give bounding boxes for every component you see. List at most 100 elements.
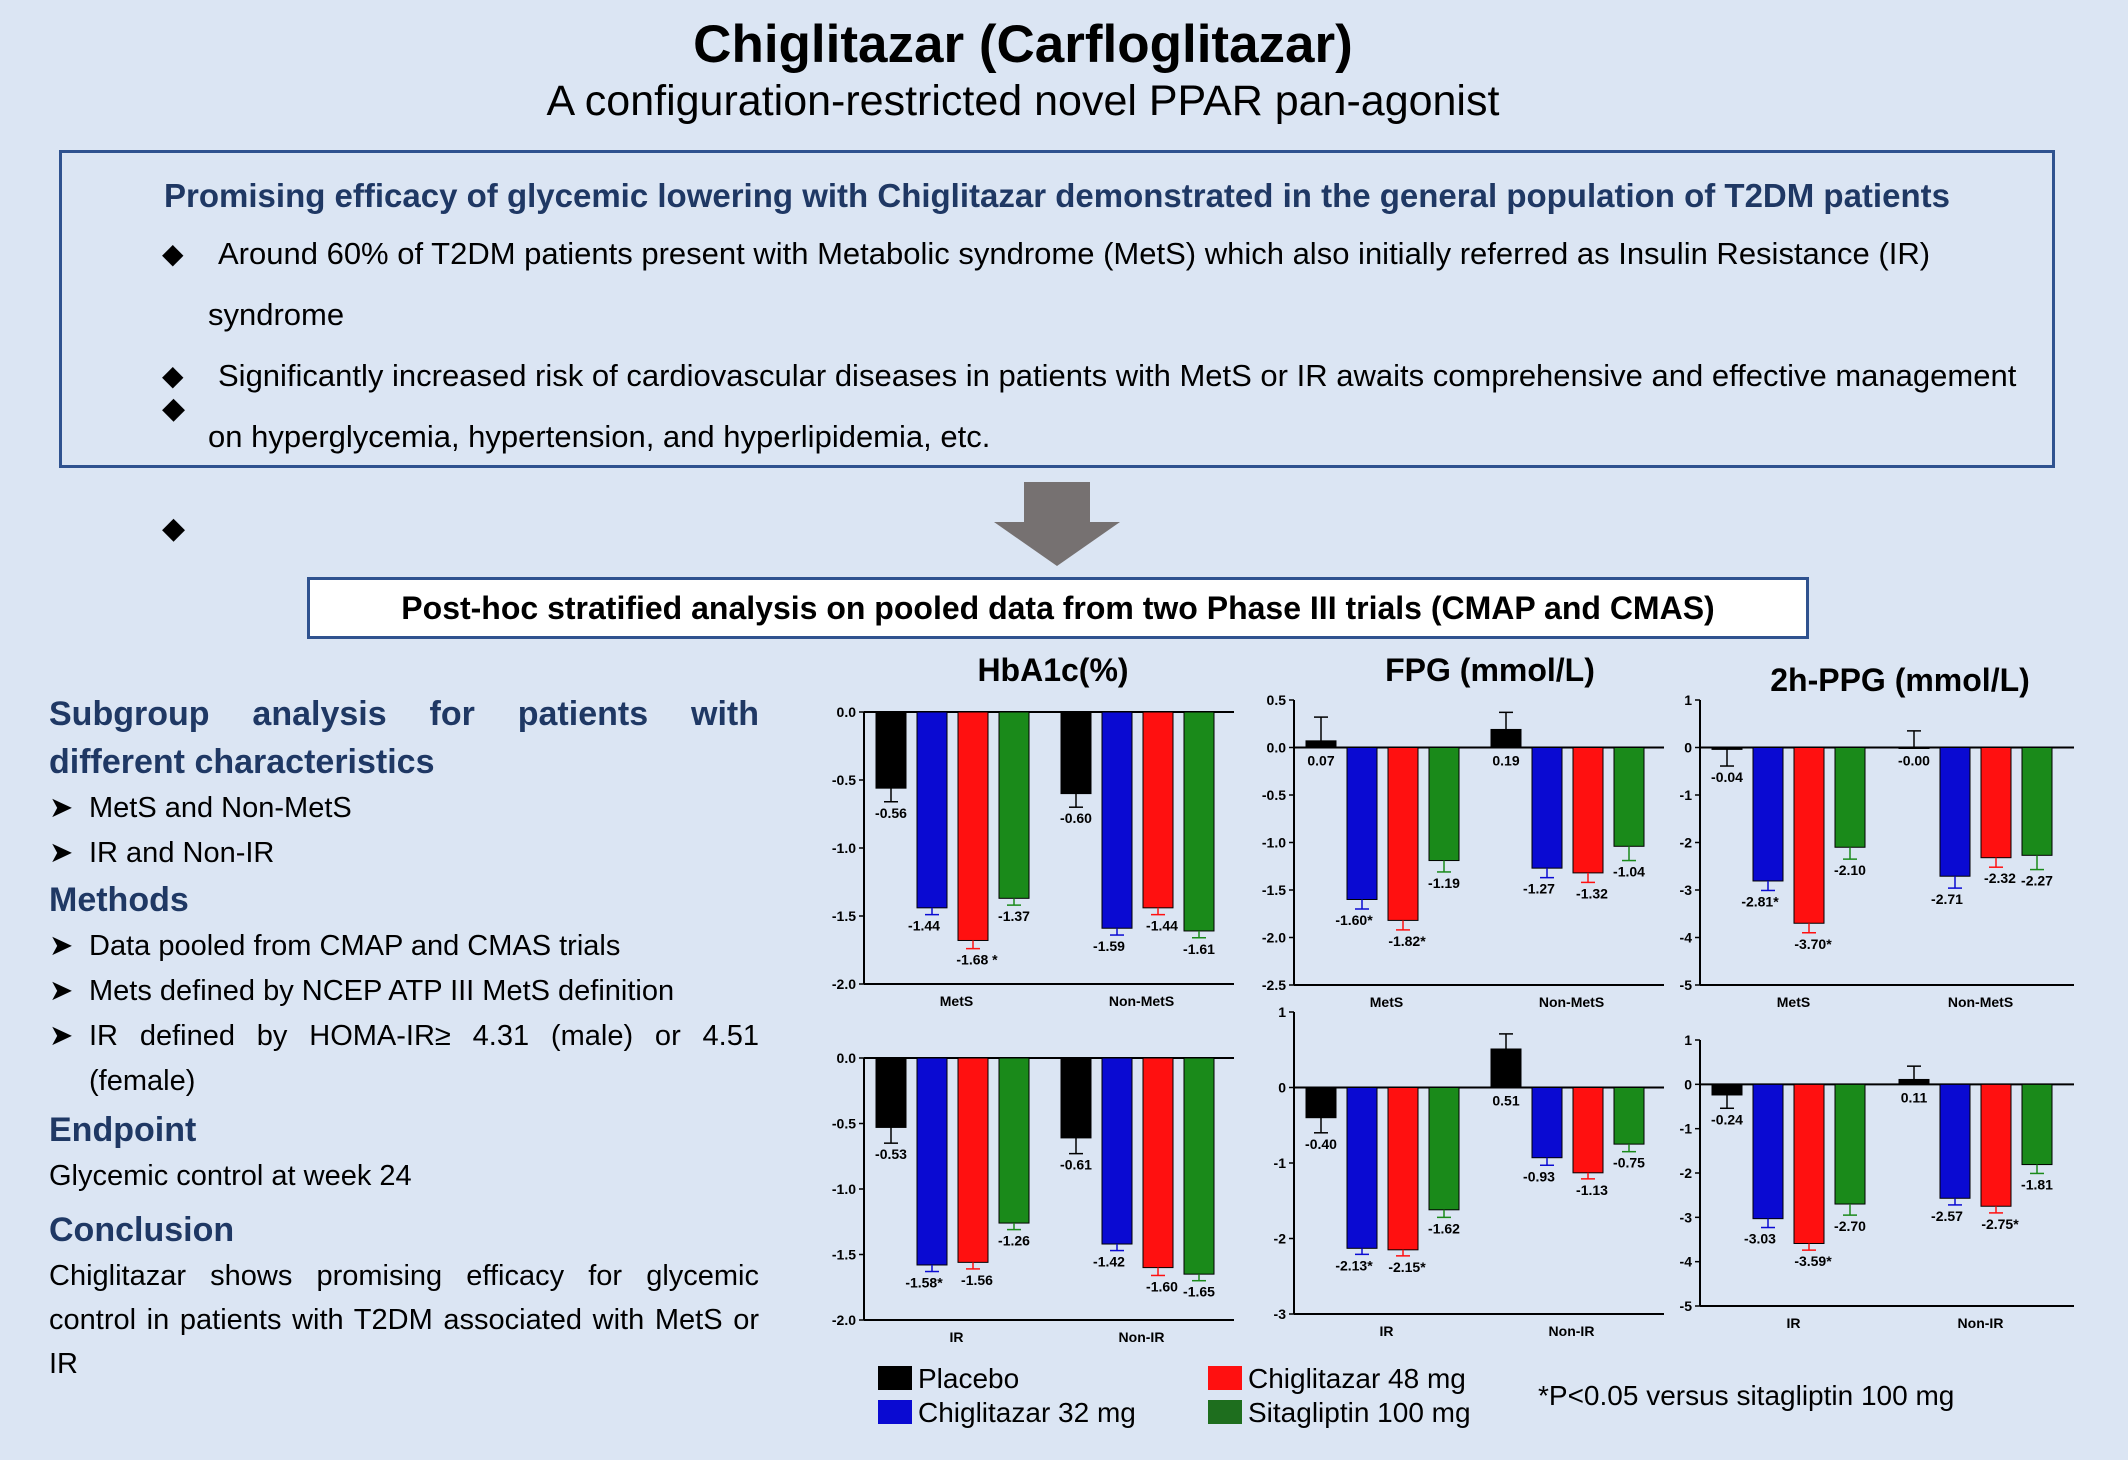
data-label: -1.58* [905,1275,943,1291]
bar [1898,1078,1930,1085]
y-tick-label: 0.0 [837,1050,857,1066]
arrow-bullet-icon: ➤ [49,837,74,869]
y-tick-label: -3 [1680,882,1693,898]
bar [916,711,948,909]
y-tick-label: -1.5 [1262,882,1286,898]
y-tick-label: -1.5 [832,908,856,924]
bar [1183,711,1215,932]
y-tick-label: -1 [1274,1155,1287,1171]
legend-swatch [878,1366,912,1390]
list-item: ➤IR defined by HOMA-IR≥ 4.31 (male) or 4… [49,1014,759,1104]
data-label: -3.70* [1794,936,1832,952]
y-tick-label: 1 [1684,1032,1692,1048]
data-label: -1.44 [908,918,940,934]
bar [1834,1083,1866,1205]
bar [998,711,1030,899]
data-label: -1.61 [1183,941,1215,957]
bar [2021,747,2053,856]
analysis-banner: Post-hoc stratified analysis on pooled d… [307,577,1809,639]
bar [1834,747,1866,848]
data-label: -1.27 [1523,881,1555,897]
y-tick-label: 0 [1684,740,1692,756]
data-label: -1.26 [998,1233,1030,1249]
category-label: Non-MetS [1539,994,1604,1010]
chart-hba1c-mets: 0.0-0.5-1.0-1.5-2.0-0.56-1.44-1.68 *-1.3… [832,704,1234,1009]
bar [2021,1083,2053,1166]
chart-title-fpg: FPG (mmol/L) [1385,652,1595,688]
bar [1898,747,1930,749]
y-tick-label: -1 [1680,1121,1693,1137]
data-label: -2.71 [1931,891,1963,907]
y-tick-label: -0.5 [1262,787,1286,803]
y-tick-label: -3 [1680,1209,1693,1225]
data-label: 0.51 [1492,1093,1519,1109]
y-tick-label: -4 [1680,1254,1693,1270]
endpoint-heading: Endpoint [49,1111,197,1149]
data-label: -1.44 [1146,918,1178,934]
data-label: -2.32 [1984,870,2016,886]
y-tick-label: -4 [1680,930,1693,946]
category-label: Non-MetS [1109,993,1174,1009]
page-subtitle: A configuration-restricted novel PPAR pa… [546,77,1500,125]
bar [957,1057,989,1263]
background-heading: Promising efficacy of glycemic lowering … [164,177,1950,214]
data-label: -0.61 [1060,1157,1092,1173]
data-label: -2.15* [1388,1259,1426,1275]
conclusion-text: Chiglitazar shows promising efficacy for… [49,1260,759,1380]
data-label: 0.19 [1492,753,1519,769]
category-label: MetS [1777,994,1810,1010]
y-tick-label: 1 [1278,1004,1286,1020]
y-tick-label: 0 [1278,1080,1286,1096]
endpoint-text: Glycemic control at week 24 [49,1160,412,1192]
y-tick-label: -0.5 [832,1116,856,1132]
bar [1428,1087,1460,1211]
chart-ppg-mets: 10-1-2-3-4-5-0.04-2.81*-3.70*-2.10MetS-0… [1680,692,2074,1010]
arrow-bullet-icon: ➤ [49,975,74,1007]
bar [1531,1087,1563,1159]
y-tick-label: -2 [1680,835,1693,851]
bar [1490,1048,1522,1088]
chart-title-hba1c: HbA1c(%) [977,652,1129,688]
conclusion-heading: Conclusion [49,1211,235,1249]
bullet-text: Around 60% of T2DM patients present with… [208,236,1931,332]
bar [1387,747,1419,921]
data-label: -1.56 [961,1272,993,1288]
category-label: MetS [1370,994,1403,1010]
bar [875,1057,907,1128]
data-label: -0.40 [1305,1136,1337,1152]
data-label: -1.32 [1576,885,1608,901]
y-tick-label: -2.0 [1262,930,1286,946]
data-label: -1.37 [998,908,1030,924]
bar [1101,1057,1133,1245]
arrow-bullet-icon: ➤ [49,930,74,962]
y-tick-label: -2 [1274,1231,1287,1247]
bar [1490,728,1522,748]
significance-footnote: *P<0.05 versus sitagliptin 100 mg [1538,1380,1955,1411]
diamond-bullet-icon: ◆ [162,512,186,545]
data-label: -0.00 [1898,753,1930,769]
bar [1793,747,1825,924]
subgroup-heading: Subgroup analysis for patients with [49,695,759,733]
bar [1060,711,1092,795]
data-label: -0.56 [875,805,907,821]
bar [1531,747,1563,869]
methods-heading: Methods [49,881,189,919]
bar [1183,1057,1215,1275]
bar [916,1057,948,1266]
y-tick-label: 0.0 [837,704,857,720]
data-label: 0.11 [1901,1089,1928,1105]
chart-hba1c-ir: 0.0-0.5-1.0-1.5-2.0-0.53-1.58*-1.56-1.26… [832,1050,1234,1345]
data-label: 0.07 [1307,753,1334,769]
bar [1939,1083,1971,1199]
bar [1711,747,1743,750]
diamond-bullet-icon: ◆ [162,238,184,269]
data-label: -1.42 [1093,1254,1125,1270]
data-label: -3.59* [1794,1253,1832,1269]
bar [1980,747,2012,859]
bar [1142,711,1174,909]
legend-swatch [1208,1400,1242,1424]
bullet-item-1: ◆ Around 60% of T2DM patients present wi… [150,223,2030,345]
y-tick-label: -1.0 [832,1181,856,1197]
bar [1428,747,1460,862]
background-box: Promising efficacy of glycemic lowering … [59,150,2055,545]
